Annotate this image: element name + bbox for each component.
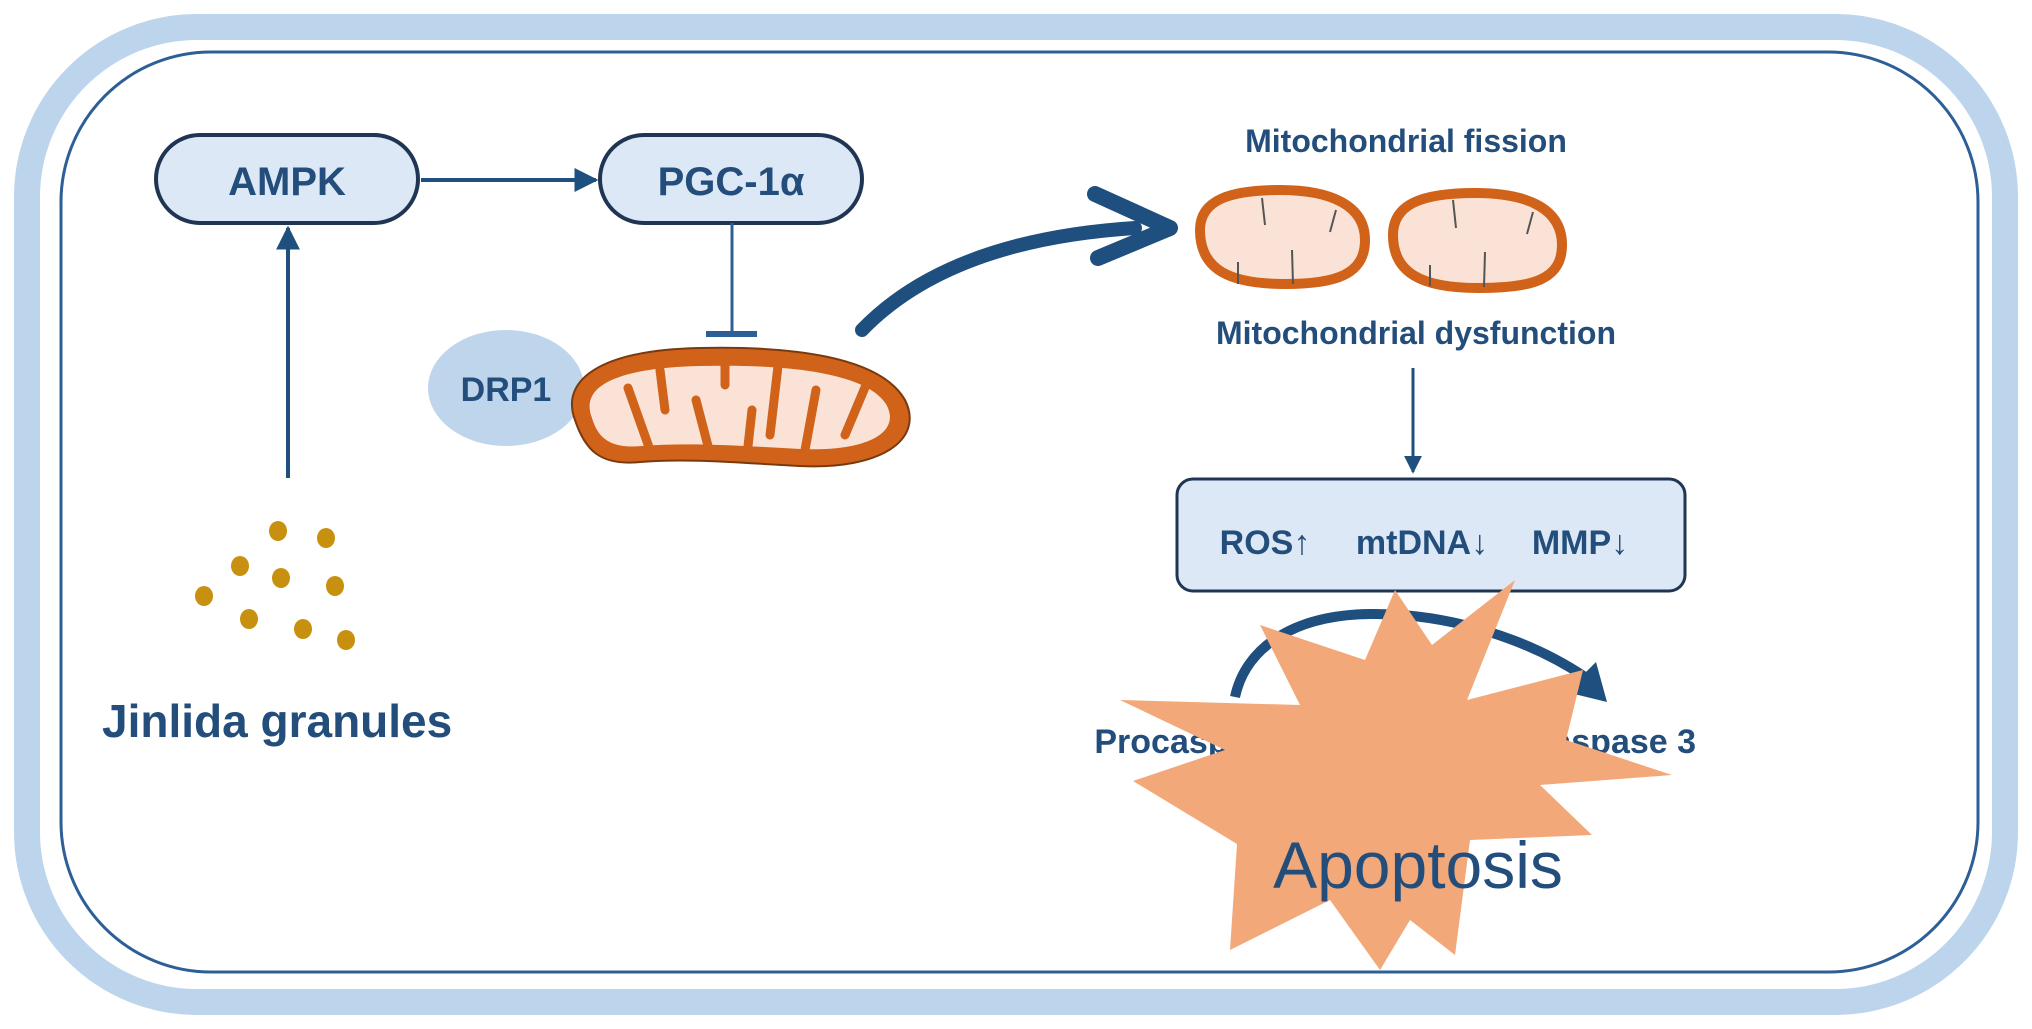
ros-label: ROS↑ [1220, 524, 1311, 562]
mtdna-label: mtDNA↓ [1356, 524, 1488, 562]
pgc1a-inhibition [706, 223, 757, 337]
apoptosis-node: Apoptosis [1120, 580, 1672, 970]
ampk-label: AMPK [228, 160, 346, 204]
apoptosis-label: Apoptosis [1273, 828, 1563, 902]
markers-node: ROS↑ mtDNA↓ MMP↓ [1175, 477, 1687, 593]
fission-mitochondrion-left-icon [1194, 184, 1371, 290]
drp1-label: DRP1 [461, 371, 552, 409]
fission-curved-arrow [855, 186, 1178, 337]
fission-mitochondrion-right-icon [1387, 187, 1568, 294]
pgc1a-node: PGC-1α [598, 133, 864, 225]
drp1-node: DRP1 [428, 330, 584, 446]
outer-frame [14, 14, 2018, 1015]
pgc1a-label: PGC-1α [658, 160, 805, 204]
mmp-label: MMP↓ [1532, 524, 1628, 562]
jinlida-label: Jinlida granules [102, 695, 452, 747]
ampk-node: AMPK [154, 133, 420, 225]
starburst-shape [1120, 580, 1672, 970]
jinlida-granules-icon [195, 521, 355, 650]
fission-label: Mitochondrial fission [1245, 123, 1567, 159]
mitochondrion-icon [570, 346, 911, 468]
dysfunction-label: Mitochondrial dysfunction [1216, 315, 1616, 351]
inner-frame [59, 50, 1980, 974]
